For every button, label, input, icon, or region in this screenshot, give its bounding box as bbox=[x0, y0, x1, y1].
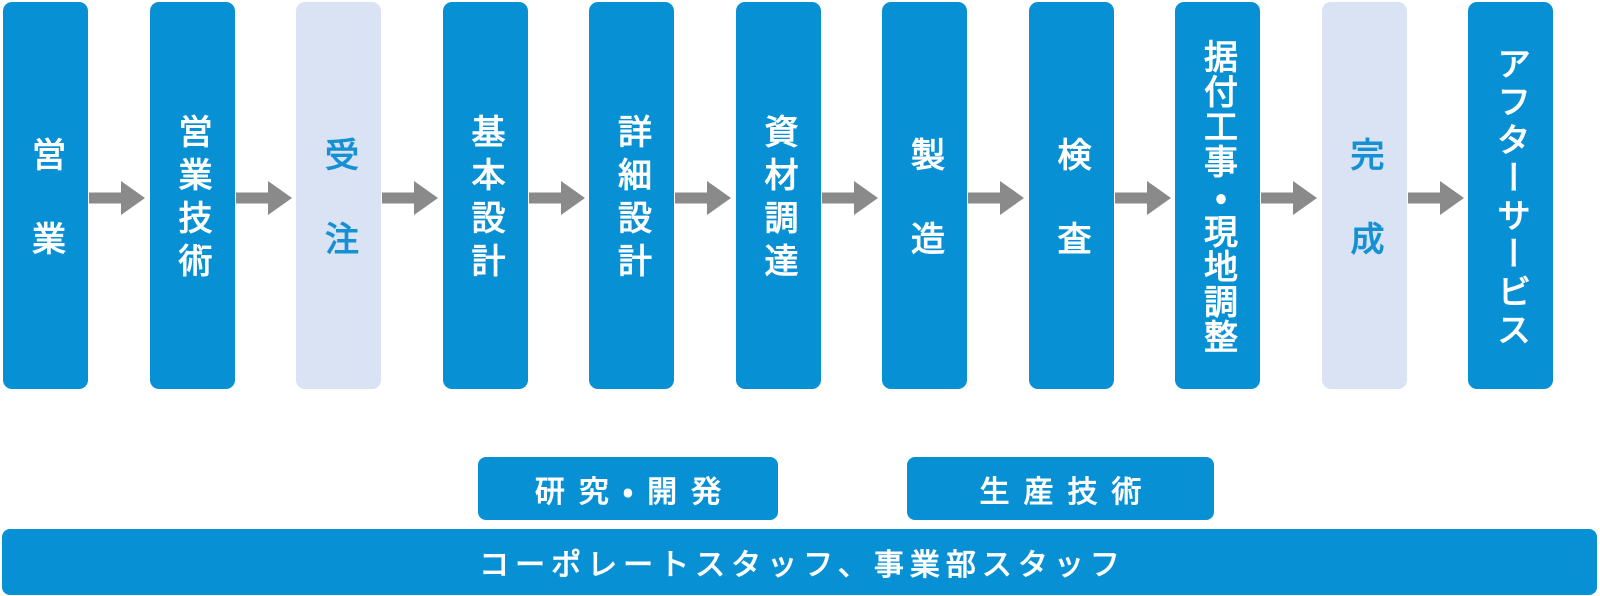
flow-step-label: 基本設計 bbox=[466, 114, 504, 286]
flow-step-label: 受注 bbox=[319, 136, 358, 305]
flow-step-order-received: 受注 bbox=[296, 2, 381, 389]
flow-step-label: 完成 bbox=[1345, 136, 1383, 305]
arrow-right-icon bbox=[1114, 181, 1171, 215]
corporate-staff-bar: コーポレートスタッフ、事業部スタッフ bbox=[2, 529, 1597, 595]
flow-step-label: 営業技術 bbox=[173, 114, 211, 286]
arrow-right-icon bbox=[528, 181, 585, 215]
flow-step-label: 検査 bbox=[1052, 136, 1090, 305]
flow-step-after-service: アフターサービス bbox=[1468, 2, 1553, 389]
arrow-right-icon bbox=[675, 181, 731, 215]
flow-step-label: アフターサービス bbox=[1491, 45, 1530, 350]
flow-step-detailed-design: 詳細設計 bbox=[589, 2, 674, 389]
flow-step-completion: 完成 bbox=[1321, 2, 1407, 389]
support-box-research-development: 研究・開発 bbox=[478, 457, 778, 520]
arrow-right-icon bbox=[1407, 181, 1464, 215]
flow-step-inspection: 検査 bbox=[1028, 2, 1114, 389]
arrow-right-icon bbox=[382, 181, 438, 215]
flow-step-basic-design: 基本設計 bbox=[442, 2, 528, 389]
support-box-label: 生産技術 bbox=[979, 475, 1156, 509]
flow-step-sales: 営業 bbox=[3, 2, 88, 389]
flow-step-sales-engineering: 営業技術 bbox=[149, 2, 235, 389]
arrow-right-icon bbox=[1261, 181, 1317, 215]
support-box-label: 研究・開発 bbox=[534, 475, 736, 509]
arrow-right-icon bbox=[968, 181, 1024, 215]
flow-step-label: 営業 bbox=[26, 136, 65, 305]
arrow-right-icon bbox=[235, 181, 292, 215]
flow-step-material-procurement: 資材調達 bbox=[735, 2, 821, 389]
flow-step-installation-and-site-adjustment: 据付工事・現地調整 bbox=[1175, 2, 1260, 389]
arrow-right-icon bbox=[89, 181, 145, 215]
flow-step-manufacturing: 製造 bbox=[882, 2, 967, 389]
arrow-right-icon bbox=[821, 181, 878, 215]
support-box-production-engineering: 生産技術 bbox=[907, 457, 1214, 520]
flow-step-label: 据付工事・現地調整 bbox=[1198, 38, 1237, 354]
flow-step-label: 詳細設計 bbox=[612, 114, 651, 286]
flow-step-label: 製造 bbox=[905, 136, 944, 305]
corporate-staff-bar-label: コーポレートスタッフ、事業部スタッフ bbox=[479, 549, 1126, 582]
flow-step-label: 資材調達 bbox=[759, 114, 797, 286]
